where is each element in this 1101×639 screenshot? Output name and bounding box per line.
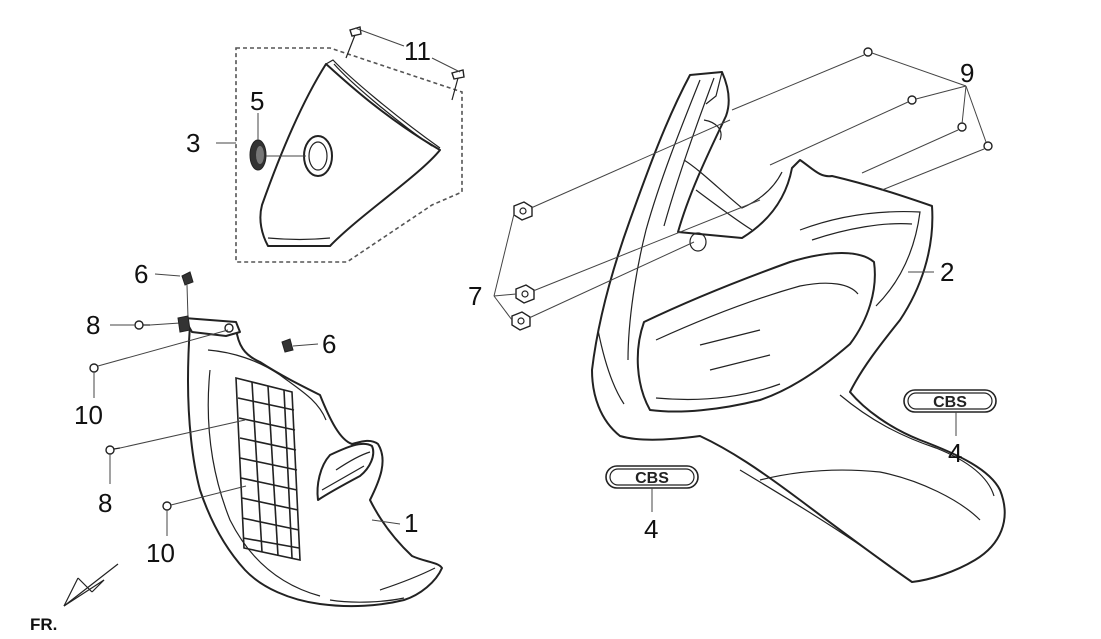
front-direction-label: FR.	[30, 615, 57, 634]
nut-7b	[515, 199, 761, 304]
fasteners-part-2	[511, 47, 993, 331]
screw-9a	[731, 47, 873, 111]
callout-10-lower: 10	[146, 538, 175, 568]
callout-1: 1	[404, 508, 418, 538]
screw-9d	[881, 141, 993, 191]
clip-6a	[181, 271, 194, 319]
part-2-front-shield	[591, 71, 1006, 583]
front-direction-indicator: FR.	[30, 563, 119, 634]
callout-6-right: 6	[322, 329, 336, 359]
clip-6b	[281, 338, 294, 353]
callout-2: 2	[940, 257, 954, 287]
callout-6-upper: 6	[134, 259, 148, 289]
screw-11b	[451, 69, 465, 101]
assembly-3-dashed-box	[235, 47, 463, 263]
badge-small-text: CBS	[635, 470, 669, 487]
fasteners-part-1	[89, 271, 294, 511]
badge-large-text: CBS	[933, 394, 967, 411]
screw-9b	[769, 95, 917, 166]
screw-10a	[89, 329, 229, 373]
callout-7: 7	[468, 281, 482, 311]
screw-11a	[345, 26, 362, 59]
callout-10-upper: 10	[74, 400, 103, 430]
callout-labels: 1 2 3 4 4 5 6 6 7 8 8 9 10 10 11	[74, 36, 974, 568]
screw-8a	[134, 320, 181, 330]
callout-4-small: 4	[644, 514, 658, 544]
screw-9c	[861, 122, 967, 174]
grille-slats	[235, 376, 301, 561]
badge-4-large: CBS	[903, 389, 997, 413]
callout-11: 11	[404, 36, 431, 66]
part-1-front-grille-panel	[183, 317, 443, 608]
callout-5: 5	[250, 86, 264, 116]
grille-panel-body	[187, 322, 443, 608]
assembly-3-center-cover	[235, 26, 465, 263]
badge-4-small: CBS	[605, 465, 699, 489]
callout-8-lower: 8	[98, 488, 112, 518]
callout-9: 9	[960, 58, 974, 88]
callout-4-large: 4	[948, 438, 962, 468]
center-cover-part	[259, 63, 441, 247]
nut-7a	[513, 119, 731, 221]
callout-leaders	[93, 27, 987, 536]
callout-8-upper: 8	[86, 310, 100, 340]
screw-8b	[105, 419, 246, 455]
nut-7c	[511, 241, 695, 331]
callout-3: 3	[186, 128, 200, 158]
